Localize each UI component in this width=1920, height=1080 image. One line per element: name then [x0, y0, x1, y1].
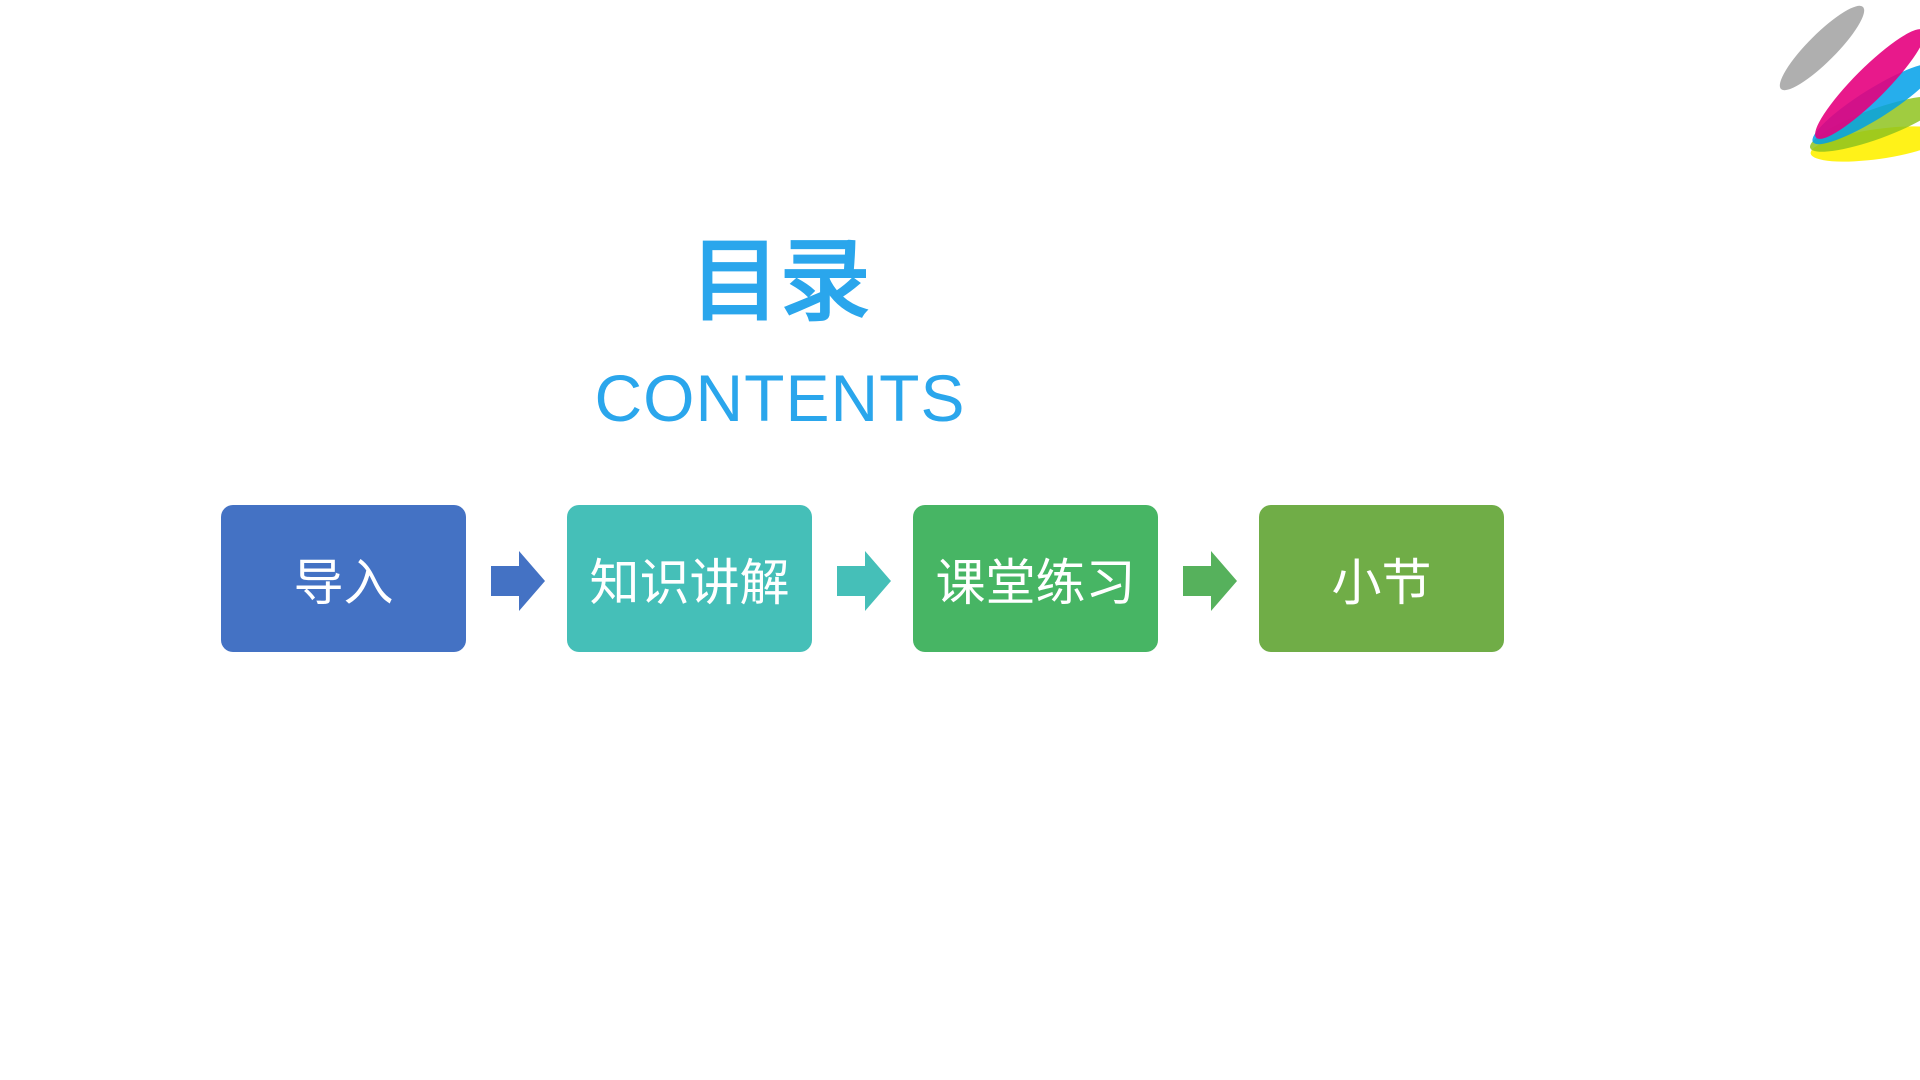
- color-brush-strokes-icon: [1779, 5, 1920, 162]
- step-practice[interactable]: 课堂练习: [913, 505, 1158, 652]
- step-summary[interactable]: 小节: [1259, 505, 1504, 652]
- arrow-right-icon: [1183, 551, 1237, 611]
- arrow-shape-2: [837, 551, 891, 611]
- slide-title: 目录: [690, 229, 870, 334]
- arrow-shape-3: [1183, 551, 1237, 611]
- arrow-right-icon: [837, 551, 891, 611]
- step-intro[interactable]: 导入: [221, 505, 466, 652]
- step-knowledge[interactable]: 知识讲解: [567, 505, 812, 652]
- step-knowledge-label: 知识讲解: [589, 553, 790, 612]
- step-summary-label: 小节: [1331, 553, 1432, 612]
- arrow-shape-1: [491, 551, 545, 611]
- brush-stroke-gray: [1779, 5, 1865, 91]
- step-intro-label: 导入: [293, 553, 394, 612]
- step-practice-label: 课堂练习: [935, 553, 1136, 612]
- brush-stroke-green: [1810, 96, 1920, 152]
- brush-stroke-magenta: [1815, 29, 1920, 139]
- brush-stroke-yellow: [1810, 126, 1920, 162]
- slide-subtitle: CONTENTS: [594, 361, 966, 435]
- arrow-right-icon: [491, 551, 545, 611]
